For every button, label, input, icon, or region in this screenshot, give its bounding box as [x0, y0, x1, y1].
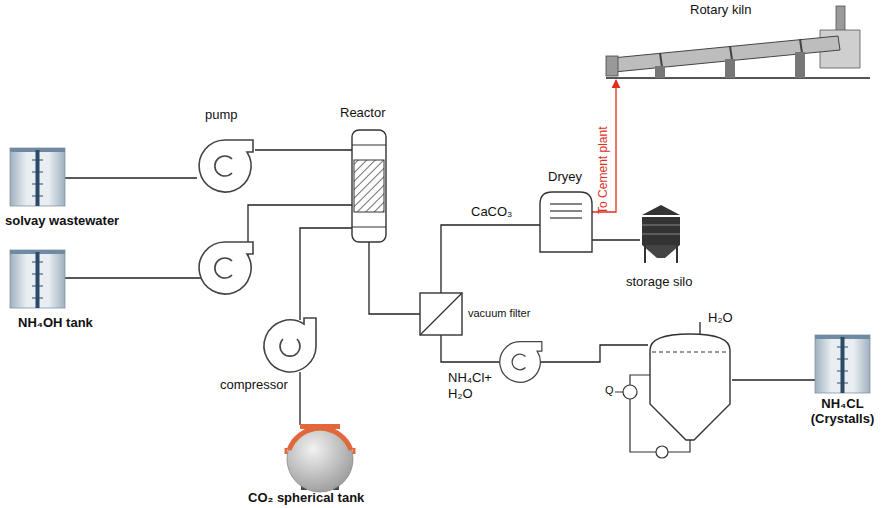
- equipment-label: Dryey: [548, 170, 582, 185]
- equipment-label: compressor: [220, 378, 288, 393]
- dryer-unit: [540, 192, 592, 252]
- equipment-label: vacuum filter: [468, 307, 530, 320]
- stream-label: NH₄Cl+ H₂O: [447, 370, 501, 401]
- equipment-label: pump: [205, 108, 238, 123]
- heat-duty-label: Q: [605, 384, 614, 396]
- pump-symbol: [500, 342, 542, 383]
- pump-symbol: [199, 242, 253, 294]
- pipe-line: [299, 372, 300, 425]
- storage-tank: [10, 250, 65, 308]
- equipment-label: NH₄CL (Crystalls): [805, 397, 880, 427]
- pipe-line: [592, 239, 640, 240]
- storage-tank: [815, 335, 870, 393]
- pipe-line: [732, 379, 815, 380]
- pipe-line: [441, 335, 648, 362]
- compressor-unit: compressor: [262, 320, 318, 372]
- evaporator-unit: H₂O: [648, 330, 732, 442]
- reactor-unit: Reactor: [352, 130, 386, 242]
- pipe-line: [65, 177, 197, 178]
- dryer-unit: Dryey: [540, 192, 592, 252]
- equipment-label: solvay wastewater: [5, 214, 119, 229]
- filter-unit: vacuum filter: [420, 293, 462, 335]
- equipment-label: CO₂ spherical tank: [248, 491, 364, 506]
- storage-tank: NH₄CL (Crystalls): [815, 335, 870, 393]
- pipe-line: [369, 242, 420, 314]
- filter-symbol: [420, 293, 462, 335]
- equipment-label: Reactor: [340, 106, 386, 121]
- pump-unit: pump: [197, 140, 255, 192]
- pipe-line: [441, 225, 540, 293]
- evaporator-vessel: [615, 322, 730, 458]
- destination-label: To Cement plant: [595, 126, 609, 215]
- equipment-label: storage silo: [626, 275, 692, 290]
- kiln-unit: Rotary kiln: [605, 25, 885, 80]
- pump-symbol: [199, 140, 253, 192]
- spherical-tank: CO₂ spherical tank: [283, 425, 358, 491]
- equipment-label: H₂O: [708, 311, 733, 326]
- silo-unit: storage silo: [640, 205, 682, 263]
- reactor-vessel: [352, 130, 386, 242]
- stream-label: CaCO₃: [470, 204, 513, 220]
- pipe-line: [255, 149, 352, 150]
- silo-icon: [642, 205, 680, 263]
- equipment-label: Rotary kiln: [690, 3, 751, 18]
- storage-tank: solvay wastewater: [10, 148, 65, 206]
- storage-tank: NH₄OH tank: [10, 250, 65, 308]
- storage-tank: [10, 148, 65, 206]
- compressor-symbol: [264, 318, 316, 372]
- spherical-tank: [286, 424, 354, 492]
- equipment-label: NH₄OH tank: [18, 316, 93, 331]
- pipe-line: [300, 228, 352, 320]
